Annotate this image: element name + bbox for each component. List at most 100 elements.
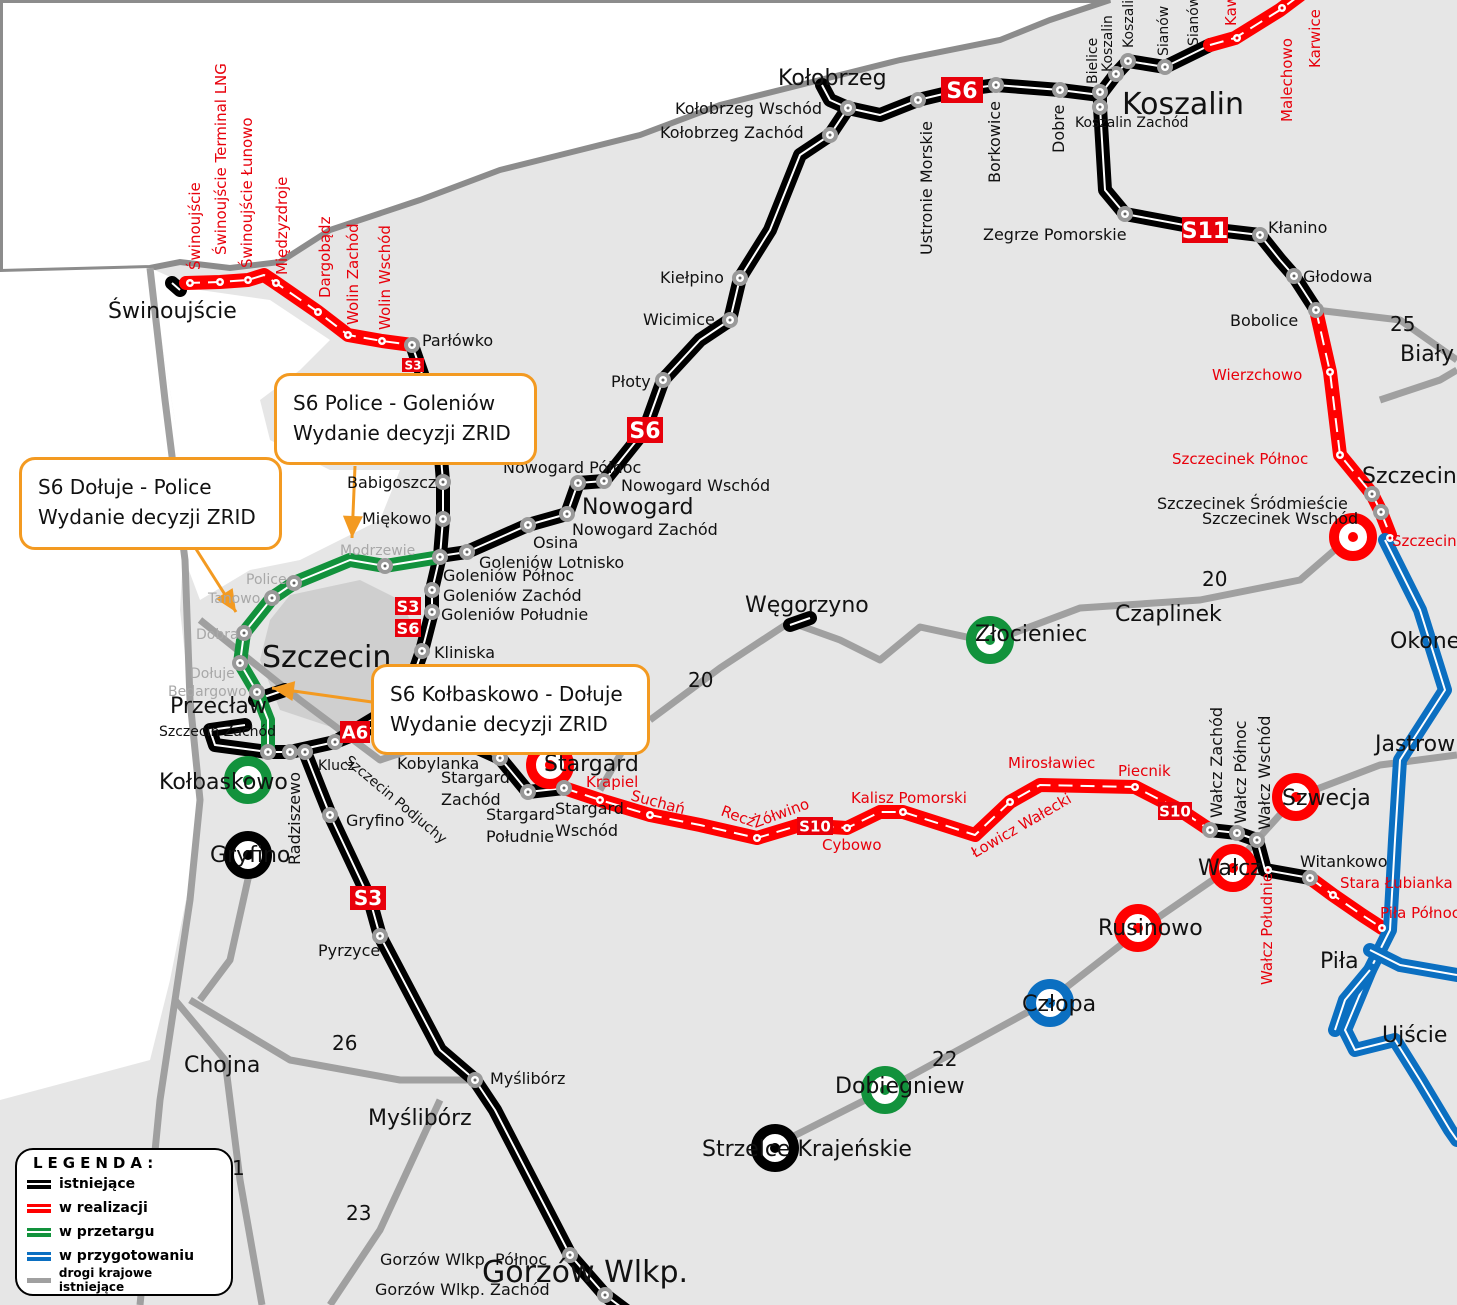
place-label-miroslawiec: Mirosławiec — [1008, 754, 1095, 772]
junction-node — [840, 100, 856, 116]
place-label-borkowice: Borkowice — [985, 101, 1004, 183]
place-label-nowogard-wschod: Nowogard Wschód — [621, 476, 770, 495]
place-label-walcz-zachod: Wałcz Zachód — [1207, 707, 1226, 818]
junction-node — [559, 506, 575, 522]
town-marker — [861, 1066, 909, 1114]
place-label-stargard-wschod-2: Wschód — [555, 821, 618, 840]
place-label-jastrowie: Jastrowie — [1373, 732, 1457, 757]
place-label-pila: Piła — [1320, 949, 1359, 974]
road-shield-s3-goleniow: S3 — [395, 597, 421, 616]
legend-item-national-roads: drogi krajowe istniejące — [27, 1266, 221, 1294]
place-label-walcz-poludnie: Wałcz Południe — [1258, 873, 1276, 985]
junction-node — [282, 744, 298, 760]
town-marker — [224, 756, 272, 804]
place-label-kolobrzeg: Kołobrzeg — [778, 66, 887, 91]
place-label-n23: 23 — [346, 1201, 371, 1225]
junction-node — [232, 655, 248, 671]
junction-node — [249, 684, 265, 700]
junction-node — [297, 744, 313, 760]
expressway-in-tender — [233, 550, 447, 759]
junction-node — [467, 1072, 483, 1088]
place-label-gryfino-node: Gryfino — [346, 811, 404, 830]
junction-node — [910, 92, 926, 108]
callout-police-goleniow: S6 Police - Goleniów Wydanie decyzji ZRI… — [274, 373, 537, 465]
national-road — [1378, 366, 1457, 404]
junction-node — [286, 575, 302, 591]
junction-node — [570, 475, 586, 491]
road-shield-s3-pyrzyce: S3 — [350, 886, 386, 910]
place-label-krapiel: Krapiel — [586, 773, 638, 791]
place-label-kolbaskowo: Kołbaskowo — [159, 770, 288, 795]
expressway-existing — [165, 276, 187, 297]
place-label-bedargowo: Bedargowo — [168, 684, 247, 700]
legend-item-in-realization: w realizacji — [27, 1196, 221, 1220]
legend-swatch — [27, 1179, 51, 1189]
place-label-police: Police — [246, 572, 287, 588]
callout-arrow-icon — [194, 548, 238, 613]
junction-node — [260, 744, 276, 760]
place-label-szczecinek-wschod: Szczecinek Wschód — [1202, 509, 1358, 528]
place-label-r-wolin-z: Wolin Zachód — [344, 223, 362, 325]
place-label-szczecin-zachod: Szczecin Zachód — [159, 724, 276, 740]
legend-label: w przygotowaniu — [59, 1248, 195, 1264]
place-label-dobre: Dobre — [1049, 105, 1068, 153]
legend-swatch — [27, 1203, 51, 1213]
place-label-koszalin: Koszalin — [1122, 87, 1244, 122]
place-label-kolobrzeg-wschod: Kołobrzeg Wschód — [675, 99, 822, 118]
town-marker — [1209, 844, 1257, 892]
place-label-zlocieniec: Złocieniec — [975, 622, 1087, 647]
junction-node — [377, 558, 393, 574]
national-road — [327, 1098, 444, 1305]
place-label-pyrzyce: Pyrzyce — [318, 941, 380, 960]
junction-node — [372, 928, 388, 944]
place-label-szczecinek: Szczecinek — [1362, 464, 1457, 489]
place-label-koszalin-zachod: Koszalin Zachód — [1075, 115, 1189, 131]
expressway-in-realization — [557, 778, 1217, 845]
junction-node-red — [314, 308, 322, 316]
expressway-existing — [783, 611, 817, 632]
legend-label: w realizacji — [59, 1200, 148, 1216]
place-label-r-swinoujscie: Świnoujście — [185, 182, 204, 270]
place-label-r-dargobadz: Dargobądz — [316, 216, 334, 298]
junction-node — [414, 643, 430, 659]
town-marker — [224, 831, 272, 879]
place-label-stargard-wschod-1: Stargard — [555, 799, 624, 818]
place-label-gryfino-city: Gryfino — [210, 843, 290, 868]
place-label-goleniow-poludnie: Goleniów Południe — [441, 605, 588, 624]
road-shield-s10-walcz: S10 — [1158, 802, 1192, 820]
place-label-walcz: Wałcz — [1198, 856, 1262, 881]
place-label-swinoujscie: Świnoujście — [108, 298, 237, 324]
town-marker — [751, 1124, 799, 1172]
junction-node-red — [1278, 4, 1286, 12]
place-label-n20-west: 20 — [688, 668, 713, 692]
place-label-klucz: Klucz — [318, 758, 355, 774]
expressway-in-realization — [1203, 0, 1305, 52]
junction-node-red — [753, 834, 761, 842]
junction-node-red — [1264, 866, 1272, 874]
place-label-radziszewo: Radziszewo — [285, 772, 304, 865]
national-road — [647, 532, 1355, 723]
place-label-gorzow-polnoc: Gorzów Wlkp. Północ — [380, 1250, 547, 1269]
place-label-stargard-zachod-1: Stargard — [441, 768, 510, 787]
callout-doluje-police: S6 Dołuje - Police Wydanie decyzji ZRID — [19, 457, 282, 550]
shield-label: S10 — [799, 817, 831, 835]
legend-swatch — [27, 1251, 51, 1261]
legend: LEGENDA: istniejące w realizacji w przet… — [15, 1148, 233, 1296]
place-label-stargard-poludnie-2: Południe — [486, 827, 554, 846]
national-road — [136, 267, 204, 1305]
legend-item-in-tender: w przetargu — [27, 1220, 221, 1244]
junction-node — [264, 590, 280, 606]
junction-node-red — [344, 331, 352, 339]
place-label-n20-east: 20 — [1202, 567, 1227, 591]
road-shield-s10-cybowo: S10 — [797, 817, 833, 835]
junction-node — [520, 784, 536, 800]
place-label-okonek: Okonek — [1390, 629, 1457, 654]
place-label-babigoszcz: Babigoszcz — [347, 473, 436, 492]
junction-node — [655, 372, 671, 388]
sea-area — [0, 0, 1111, 276]
place-label-czaplinek: Czaplinek — [1115, 602, 1222, 627]
legend-label: w przetargu — [59, 1224, 155, 1240]
junction-node — [1252, 227, 1268, 243]
national-road — [1315, 306, 1457, 363]
